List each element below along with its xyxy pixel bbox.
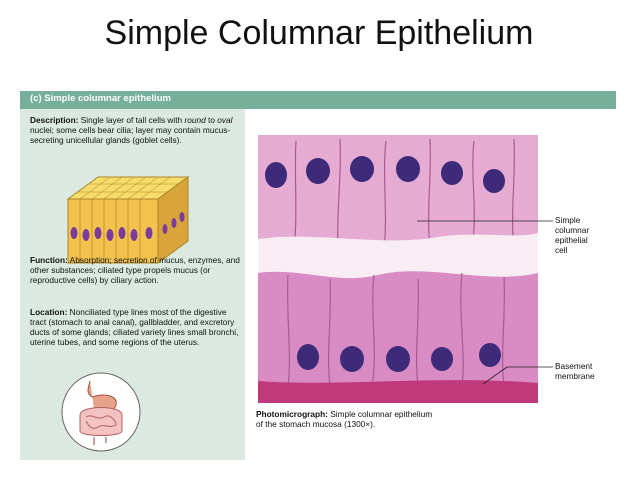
description-label: Description: [30, 115, 79, 125]
location-label: Location: [30, 307, 68, 317]
slide-title: Simple Columnar Epithelium [104, 14, 534, 52]
function-label: Function: [30, 255, 68, 265]
description-column: Description: Single layer of tall cells … [20, 109, 245, 460]
panel-header: (c) Simple columnar epithelium [30, 93, 171, 104]
panel-header-bar: (c) Simple columnar epithelium [20, 91, 616, 109]
location-text: Location: Nonciliated type lines most of… [30, 307, 239, 347]
leader-lines [417, 220, 553, 385]
digestive-system-icon [61, 372, 141, 452]
figure-panel: (c) Simple columnar epithelium Descripti… [20, 91, 616, 460]
simple-columnar-cell-label: Simple columnar epithelial cell [555, 215, 590, 255]
caption-label: Photomicrograph: [256, 409, 328, 419]
basement-membrane-label: Basement membrane [555, 361, 595, 381]
columnar-cells-illustration [66, 176, 190, 264]
photomicrograph-caption: Photomicrograph: Simple columnar epithel… [256, 409, 433, 429]
micrograph-image [258, 135, 538, 403]
micrograph-column: Simple columnar epithelial cell Basement… [245, 109, 616, 460]
description-text: Description: Single layer of tall cells … [30, 115, 233, 145]
function-text: Function: Absorption; secretion of mucus… [30, 255, 240, 285]
